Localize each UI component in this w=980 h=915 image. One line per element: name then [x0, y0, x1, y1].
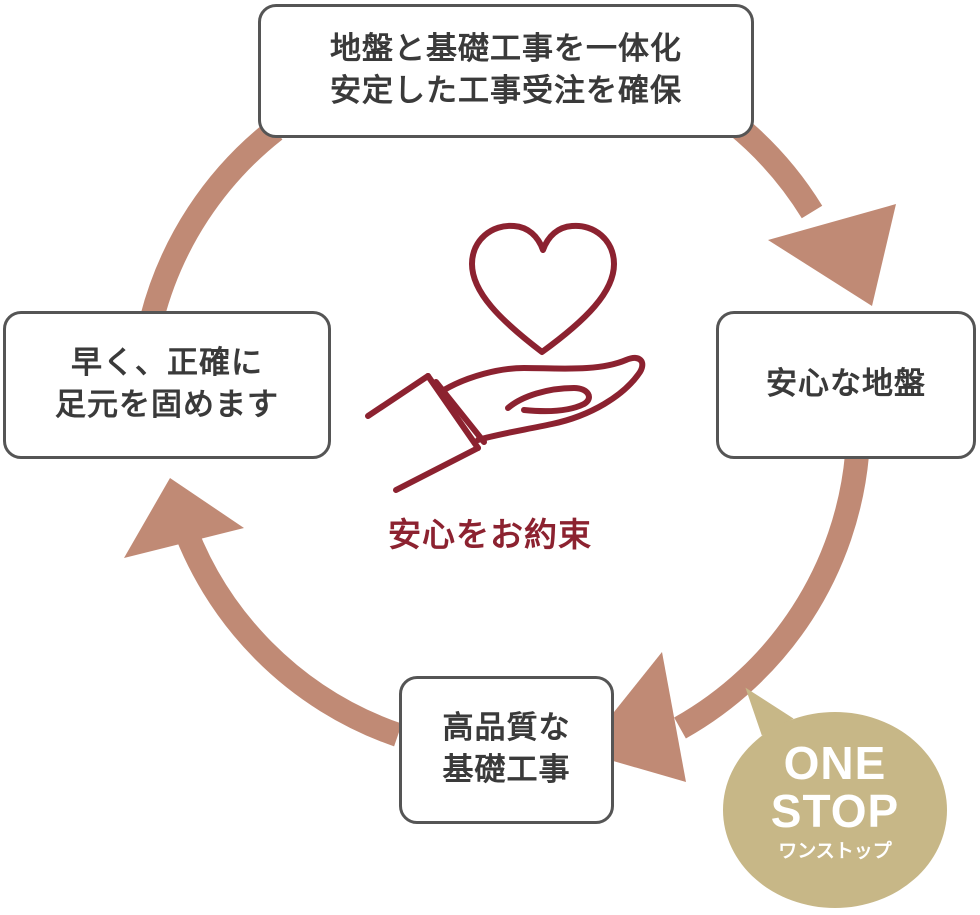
- arrow-head-right: [768, 204, 896, 306]
- cycle-arc-left-top: [140, 120, 283, 322]
- arrow-head-left: [124, 478, 244, 558]
- cycle-arc-bottom-left: [168, 511, 402, 747]
- badge-line1: ONE: [783, 737, 887, 789]
- bottom-step-box: 高品質な 基礎工事: [399, 676, 614, 824]
- center-label: 安心をお約束: [388, 515, 592, 554]
- bottom-step-line2: 基礎工事: [442, 752, 571, 788]
- badge-line2: STOP: [770, 785, 900, 837]
- left-step-line1: 早く、正確に: [71, 345, 263, 382]
- top-step-box: 地盤と基礎工事を一体化 安定した工事受注を確保: [258, 4, 754, 138]
- right-step-line1: 安心な地盤: [766, 366, 926, 403]
- left-step-box: 早く、正確に 足元を固めます: [3, 311, 331, 459]
- left-step-line2: 足元を固めます: [55, 387, 279, 423]
- bottom-step-line1: 高品質な: [442, 710, 571, 747]
- hand-icon: [365, 354, 646, 493]
- top-step-line1: 地盤と基礎工事を一体化: [330, 31, 682, 68]
- one-stop-badge: ONE STOP ワンストップ: [723, 712, 947, 908]
- cycle-arc-top-right: [727, 114, 823, 219]
- cycle-arc-right-bottom: [674, 453, 869, 739]
- right-step-box: 安心な地盤: [716, 311, 976, 459]
- badge-subtitle: ワンストップ: [778, 840, 892, 862]
- heart-icon: [469, 222, 617, 355]
- top-step-line2: 安定した工事受注を確保: [330, 73, 682, 109]
